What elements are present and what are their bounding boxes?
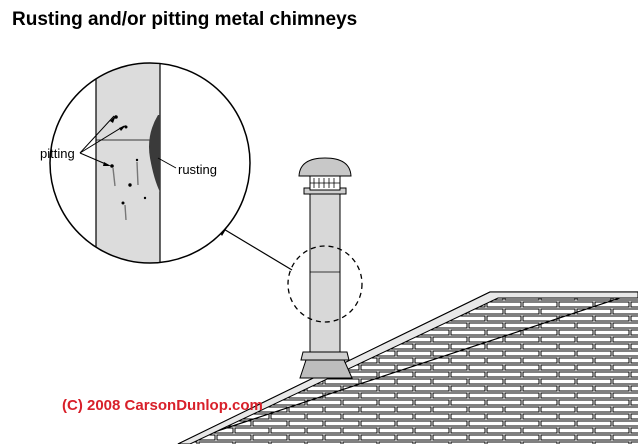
rusting-label: rusting (178, 162, 218, 177)
roof (177, 291, 638, 444)
metal-chimney (298, 157, 353, 379)
diagram-title: Rusting and/or pitting metal chimneys (12, 9, 358, 30)
highlight-circle (287, 245, 363, 323)
zoom-detail (49, 62, 251, 264)
rust-patch (149, 115, 160, 192)
pitting-label: pitting (40, 146, 75, 161)
zoom-arrow (214, 224, 293, 271)
copyright-text: (C) 2008 CarsonDunlop.com (62, 397, 263, 414)
